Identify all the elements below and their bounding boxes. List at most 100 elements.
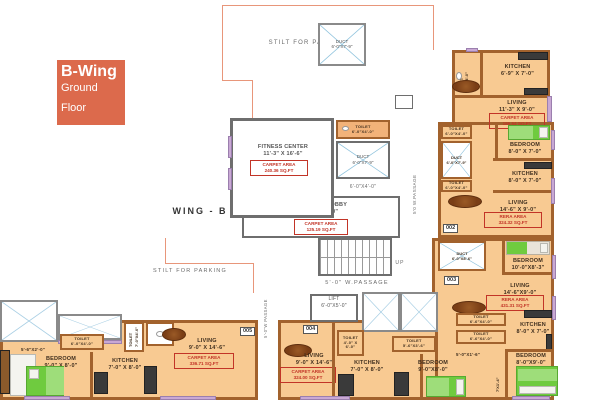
room-dims: 11'-3" X 16'-6" [263, 151, 303, 158]
room-name: BEDROOM [512, 258, 544, 264]
living-002-area-box: RERA AREA 324.32 SQ.FT [484, 212, 542, 229]
dining-table-002 [448, 195, 482, 208]
kitchen-003-fridge [546, 334, 552, 350]
toilet-002-a-label: TOILET 6'-0"X4'-0" [445, 126, 467, 137]
kitchen-002-counter [524, 162, 552, 169]
bed-sheet [509, 126, 533, 139]
area-value: 125.19 SQ.FT [306, 227, 336, 233]
plan-title-line3: Floor [61, 102, 87, 114]
room-name: LIVING [508, 200, 528, 206]
duct-mid-below-dim: 6'-0"X4'-0" [349, 184, 377, 190]
wall [502, 272, 554, 275]
dim-passage-003: 5'-0"X1'-6" [444, 352, 492, 357]
bedroom-003-bottom-label: BEDROOM 8'-0"X9'-0" [508, 353, 554, 367]
stilt-parking-top-label: STILT FOR PARKING [268, 40, 348, 46]
wall [420, 354, 423, 400]
bed-sheet [427, 378, 449, 396]
duct-top: DUCT 6'-0"X7'-9" [318, 23, 366, 66]
stilt-outline-step-h [222, 80, 253, 81]
wall [505, 349, 508, 400]
bed-pillow [519, 386, 556, 394]
bed-005-left-headboard [0, 350, 10, 394]
bed-004 [426, 376, 466, 397]
room-dims: 9'-0"X8'-0" [418, 367, 448, 374]
room-name: LIVING [510, 283, 530, 289]
room-name: TOILET [448, 180, 465, 186]
window-004 [300, 396, 350, 400]
room-dims: 7'-0" X 8'-0" [108, 365, 142, 372]
toilet-004-b: TOILET 5'-6"X3'-6" [392, 336, 436, 352]
toilet-004-a: TOILET 4'-0" X 6'-0" [337, 330, 364, 356]
window-fitness-1 [228, 136, 232, 158]
toilet-005-a-label: TOILET 6'-0"X4'-0" [71, 336, 93, 347]
sink-toilet-mid [342, 126, 349, 131]
fitness-center-label: FITNESS CENTER 11'-3" X 16'-6" [240, 144, 326, 158]
stilt-outline-left [222, 5, 223, 81]
fitness-area-box: CARPET AREA 240.36 SQ.FT [250, 160, 308, 177]
room-dims: 6'-0"X7'-9" [352, 160, 374, 165]
room-name: TOILET [342, 334, 359, 340]
duct-top-label: DUCT 6'-0"X7'-9" [320, 39, 364, 51]
room-name: TOILET [128, 332, 134, 347]
fitness-center-room [230, 118, 334, 218]
area-value: 240.36 SQ.FT [264, 168, 294, 174]
unit-004-badge: 004 [303, 325, 319, 334]
open-area-cross-1 [362, 292, 400, 332]
room-dims: 7'-0"X4'-0" [133, 327, 139, 347]
lift-label: LIFT 6'-0"X5'-0" [312, 296, 356, 309]
room-name: KITCHEN [354, 360, 380, 366]
area-value: 336.71 SQ.FT [189, 361, 219, 367]
room-dims: 6'-0"X5'-0" [321, 302, 347, 309]
kitchen-004-appliance-2 [394, 372, 409, 396]
service-box [395, 95, 413, 109]
area-label: RERA AREA [501, 297, 529, 302]
window-005-bottom-1 [24, 396, 70, 400]
stilt-outline-step-v [252, 80, 253, 122]
wall [480, 50, 483, 98]
kitchen-005-appliance-2 [144, 366, 157, 394]
bed-sheet [507, 242, 527, 254]
dim-vert-003: 7'X1'-4" [495, 356, 500, 392]
bed-sheet [46, 367, 64, 395]
toilet-004-b-label: TOILET 5'-6"X3'-6" [403, 338, 425, 349]
toilet-004-a-label: TOILET 4'-0" X 6'-0" [339, 334, 362, 350]
stilt2-outline-v2 [253, 263, 254, 293]
kitchen-005-appliance-1 [94, 372, 108, 394]
bed-002 [508, 125, 550, 140]
living-004-area-box: CARPET AREA 324.00 SQ.FT [280, 367, 336, 384]
room-dims: 4'-0" X 6'-0" [343, 339, 358, 350]
room-name: DUCT [335, 38, 349, 44]
toilet-002-b: TOILET 6'-0"X4'-0" [441, 180, 472, 192]
lift-room: LIFT 6'-0"X5'-0" [310, 294, 358, 322]
toilet-005-a: TOILET 6'-0"X4'-0" [60, 334, 104, 350]
room-name: TOILET [473, 313, 489, 319]
room-name: LIFT [328, 296, 340, 302]
duct-002-label: DUCT 6'-0"X7'-9" [443, 155, 470, 165]
wall [493, 190, 554, 193]
toilet-002-a: TOILET 6'-0"X4'-0" [441, 125, 472, 139]
passage-right-label: 5'0 W.PASSAGE [412, 174, 417, 214]
room-dims: 6'-0"X4'-0" [351, 128, 375, 134]
room-name: TOILET [448, 126, 465, 132]
kitchen-004-appliance-1 [338, 374, 354, 396]
area-label: CARPET AREA [304, 221, 338, 226]
wall [505, 349, 554, 352]
bedroom-003-top-label: BEDROOM 10'-0"X8'-3" [502, 258, 554, 272]
staircase [318, 238, 392, 276]
room-dims: 10'-0"X8'-3" [511, 265, 545, 272]
parking-cross-1 [0, 300, 58, 342]
room-dims: 8'-0" X 7'-0" [508, 178, 542, 185]
plan-title-line2: Ground [61, 82, 98, 94]
stilt2-outline-v [165, 238, 166, 263]
plan-title-box: B-Wing Ground Floor [57, 60, 125, 125]
dim-text: 5'-6"X2'-0" [20, 347, 46, 352]
area-value: 431.31 SQ.FT [500, 303, 530, 309]
room-dims: 9'-0" X 14'-6" [188, 345, 226, 352]
room-name: TOILET [74, 336, 90, 342]
dim-text: 5'-0"X1'-6" [455, 352, 481, 357]
stilt2-outline-h [165, 263, 254, 264]
toilet-mid-room: TOILET 6'-0"X4'-0" [336, 120, 390, 139]
toilet-003-a-label: TOILET 6'-6"X4'-0" [470, 313, 492, 325]
room-dims: 8'-0" X 7'-0" [508, 149, 542, 156]
room-name: KITCHEN [520, 322, 546, 328]
